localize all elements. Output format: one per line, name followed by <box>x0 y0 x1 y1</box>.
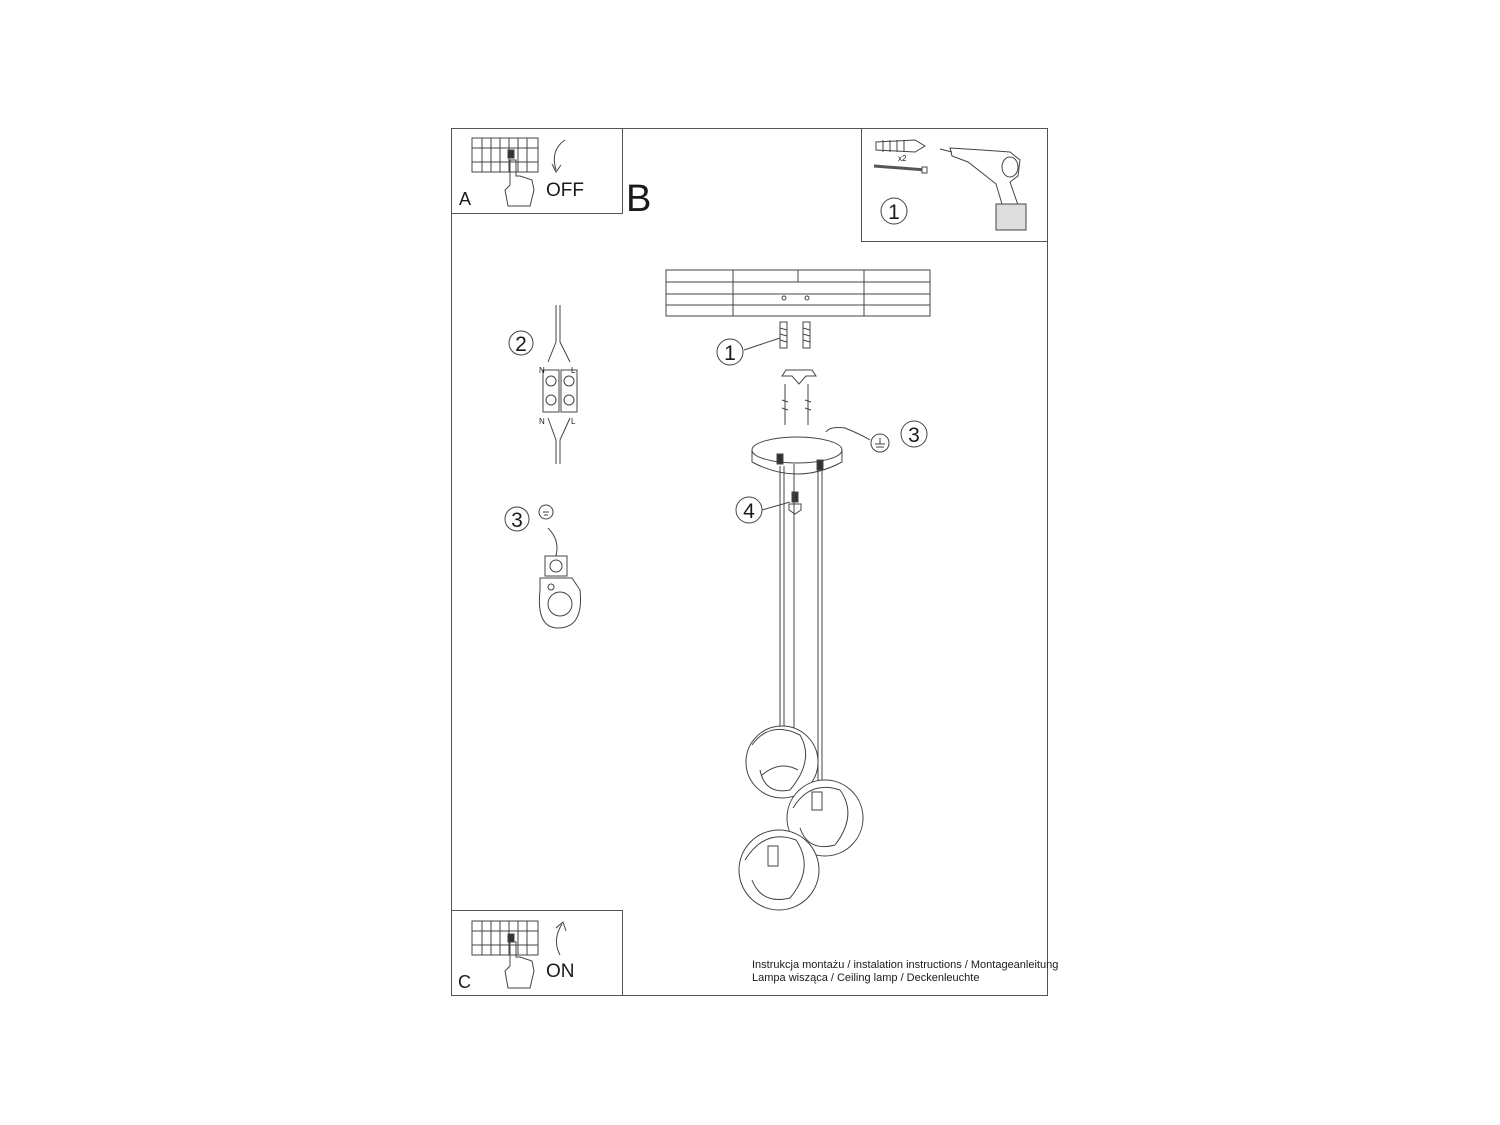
anchor-icon <box>875 139 926 153</box>
arrow-down-icon <box>553 139 566 171</box>
ground-terminal-icon <box>538 555 582 629</box>
panel-b-label: B <box>626 178 652 220</box>
arrow-up-icon <box>556 923 563 956</box>
glass-shade-1 <box>745 725 819 799</box>
glass-shade-3 <box>738 829 820 911</box>
tools-step-number: 1 <box>888 201 900 224</box>
step-3-detail-number: 3 <box>511 509 523 532</box>
step-3-number: 3 <box>908 424 920 447</box>
step-1-number: 1 <box>724 342 736 365</box>
terminal-l-bottom: L <box>571 417 576 426</box>
breaker-panel-icon-c <box>471 920 539 956</box>
panel-c-label: C <box>458 972 471 992</box>
breaker-panel-icon-a <box>471 137 539 173</box>
caption-line-2: Lampa wisząca / Ceiling lamp / Deckenleu… <box>752 972 980 984</box>
panel-a-label: A <box>459 189 472 209</box>
mounting-bracket <box>781 369 817 425</box>
instruction-sheet-frame <box>451 128 1048 996</box>
hand-icon-c <box>504 941 535 989</box>
terminal-n-top: N <box>539 366 545 375</box>
ceiling-slab <box>665 269 931 317</box>
panel-a-state-off: OFF <box>546 180 584 201</box>
ceiling-canopy <box>751 436 843 515</box>
glass-shade-2 <box>786 779 864 857</box>
terminal-block <box>542 305 578 464</box>
panel-c-state-on: ON <box>546 961 575 982</box>
wall-plug-icon <box>779 321 811 349</box>
step-4-number: 4 <box>743 500 755 523</box>
terminal-l-top: L <box>571 366 576 375</box>
step-2-number: 2 <box>515 333 527 356</box>
drill-icon <box>939 147 1027 231</box>
anchor-quantity: x2 <box>898 154 907 163</box>
caption-line-1: Instrukcja montażu / instalation instruc… <box>752 959 1059 971</box>
terminal-n-bottom: N <box>539 417 545 426</box>
hand-icon-a <box>504 159 535 207</box>
screw-icon <box>873 164 928 174</box>
